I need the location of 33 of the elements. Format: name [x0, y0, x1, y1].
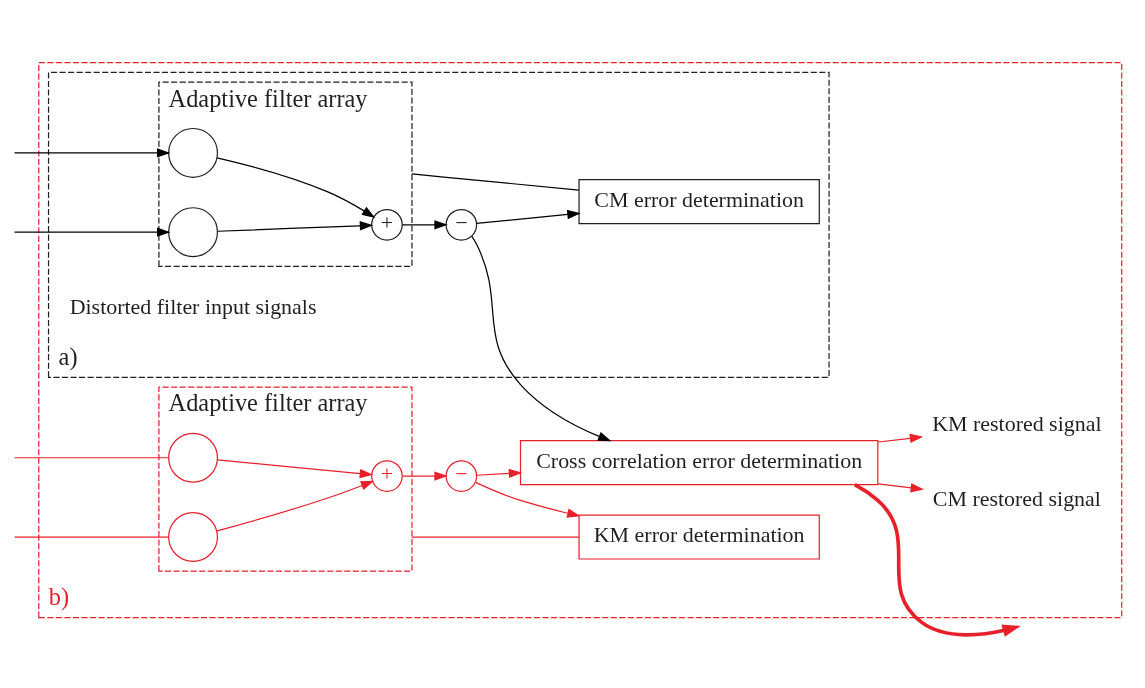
arrow	[877, 483, 925, 493]
arrow	[216, 459, 374, 479]
arrow	[216, 157, 376, 218]
arrow	[13, 148, 171, 158]
arrow	[475, 481, 581, 518]
arrow	[401, 471, 448, 481]
connector	[13, 457, 170, 459]
node-text: CM restored signal	[932, 485, 1101, 511]
node-box: Cross correlation error determination	[519, 440, 879, 486]
arrow	[13, 227, 171, 237]
arrow	[217, 221, 374, 232]
node-circle: −	[445, 209, 478, 241]
node-text: KM restored signal	[932, 411, 1102, 437]
arrow	[476, 468, 523, 479]
arrow	[877, 433, 924, 443]
node-circle	[168, 207, 219, 258]
node-circle: −	[445, 460, 478, 492]
node-box: CM error determination	[578, 179, 820, 225]
connector	[411, 536, 580, 538]
connector	[411, 173, 580, 191]
arrow	[216, 480, 375, 532]
arrow	[853, 483, 1021, 637]
arrow	[401, 220, 448, 230]
arrow	[471, 235, 612, 442]
node-circle	[168, 432, 219, 483]
node-circle: +	[371, 209, 403, 241]
node-text: Distorted filter input signals	[69, 294, 317, 320]
node-box: KM error determination	[578, 514, 820, 560]
arrow	[476, 209, 581, 225]
node-circle	[168, 127, 219, 178]
node-circle	[168, 512, 219, 563]
node-circle: +	[371, 460, 403, 492]
connector	[13, 536, 170, 538]
